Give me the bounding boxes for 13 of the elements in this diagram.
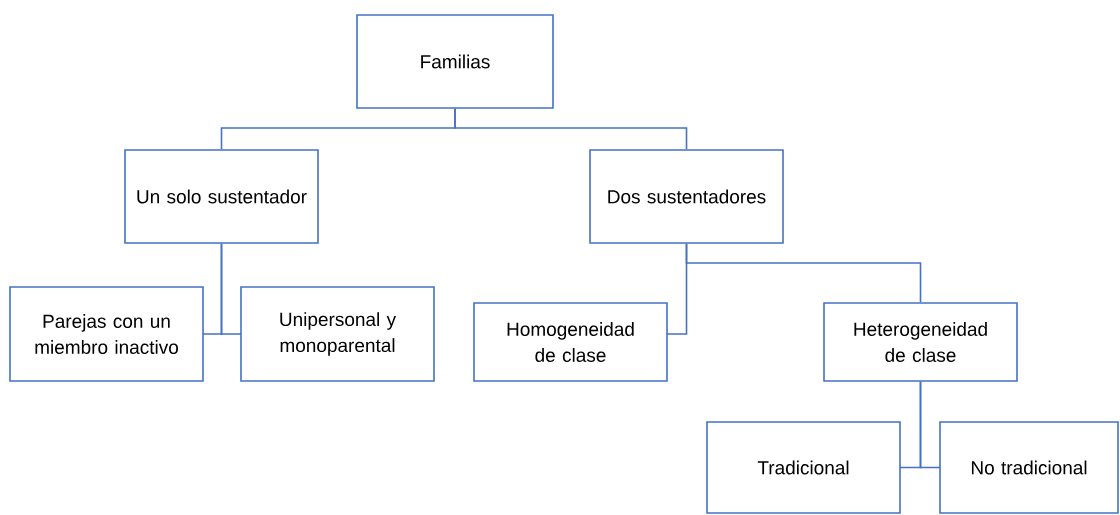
- category-box: Parejas con un miembro inactivo: [9, 286, 204, 382]
- category-box: Tradicional: [706, 421, 901, 514]
- category-box: Familias: [356, 14, 554, 109]
- category-box: Heterogeneidad de clase: [823, 302, 1018, 382]
- category-box: Unipersonal y monoparental: [240, 286, 435, 382]
- connector-line: [919, 381, 941, 469]
- connector-line: [220, 243, 242, 335]
- category-box: Dos sustentadores: [589, 149, 784, 244]
- category-box: No tradicional: [939, 421, 1119, 514]
- category-box: Homogeneidad de clase: [473, 302, 668, 382]
- connector-line: [685, 243, 922, 303]
- connector-line: [454, 108, 688, 150]
- category-box: Un solo sustentador: [124, 149, 319, 244]
